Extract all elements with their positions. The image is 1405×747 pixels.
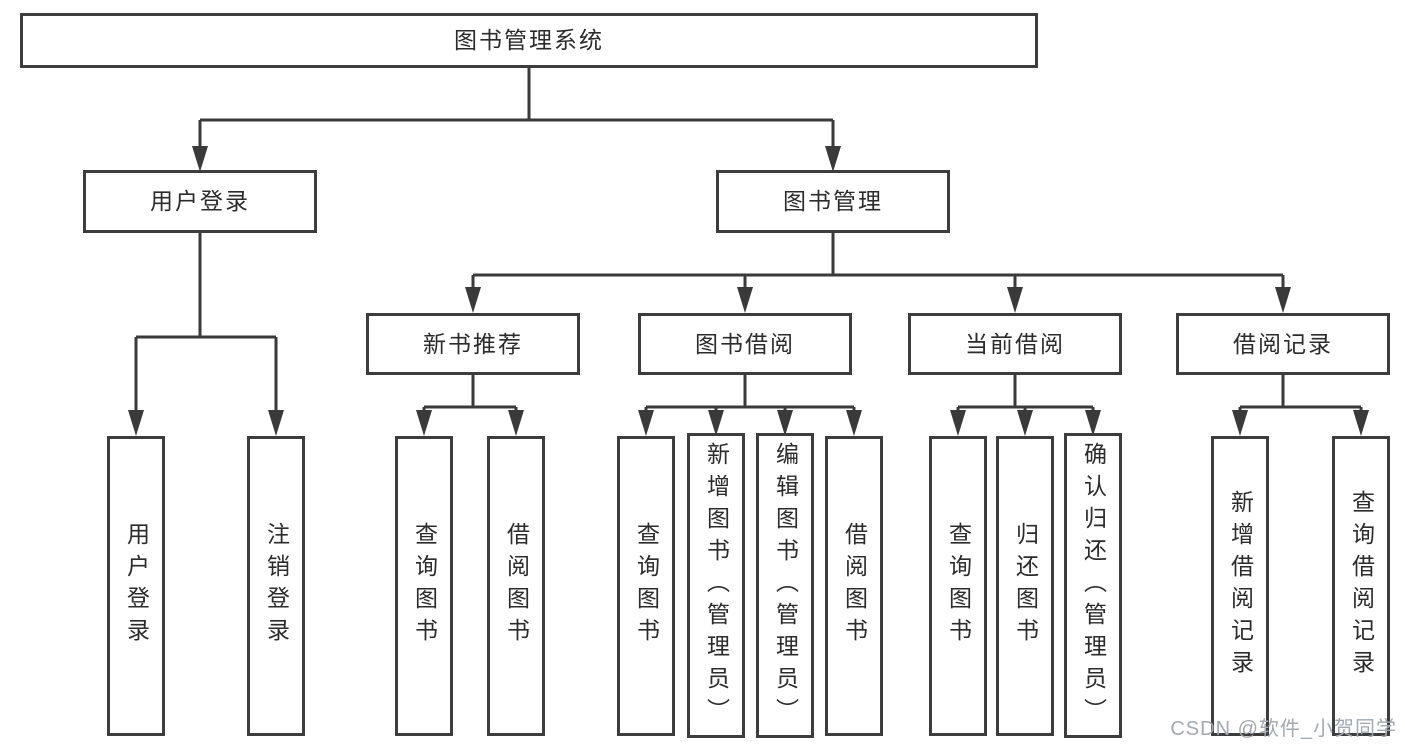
node-leaf-logout: 注销登录 xyxy=(247,436,305,736)
node-new-book-recommend: 新书推荐 xyxy=(366,313,580,375)
node-leaf-return-book: 归还图书 xyxy=(996,436,1054,736)
node-book-management: 图书管理 xyxy=(716,170,950,233)
csdn-watermark: CSDN @软件_小贺同学 xyxy=(1170,718,1397,740)
node-leaf-borrow-books: 借阅图书 xyxy=(825,436,883,736)
node-leaf-query-books-recommend: 查询图书 xyxy=(395,436,453,736)
node-leaf-add-book-admin: 新增图书（管理员） xyxy=(687,433,745,738)
node-borrow-records: 借阅记录 xyxy=(1176,313,1390,375)
node-leaf-query-books-current: 查询图书 xyxy=(929,436,987,736)
node-user-login: 用户登录 xyxy=(83,170,317,233)
node-leaf-borrow-books-recommend: 借阅图书 xyxy=(487,436,545,736)
node-leaf-query-books-borrow: 查询图书 xyxy=(617,436,675,736)
node-current-borrow: 当前借阅 xyxy=(908,313,1122,375)
node-leaf-confirm-return-admin: 确认归还（管理员） xyxy=(1064,433,1122,738)
node-leaf-edit-book-admin: 编辑图书（管理员） xyxy=(756,433,814,738)
node-book-borrow: 图书借阅 xyxy=(638,313,852,375)
node-root: 图书管理系统 xyxy=(20,13,1038,68)
node-leaf-query-borrow-record: 查询借阅记录 xyxy=(1332,436,1390,736)
node-leaf-user-login: 用户登录 xyxy=(107,436,165,736)
node-leaf-add-borrow-record: 新增借阅记录 xyxy=(1211,436,1269,736)
